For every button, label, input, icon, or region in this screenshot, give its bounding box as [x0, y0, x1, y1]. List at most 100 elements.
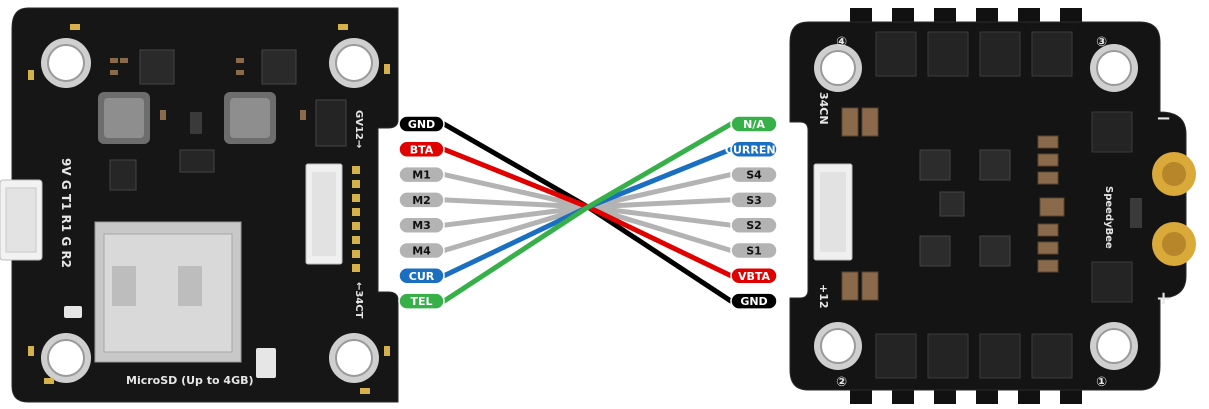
- right-pin-label: GND: [740, 295, 767, 308]
- fc-microsd-slot: [94, 221, 242, 363]
- esc-pcb-outline: [789, 21, 1187, 391]
- esc-mosfets: [875, 31, 1133, 379]
- right-pin-label: S3: [746, 194, 762, 207]
- esc-sensor: [1130, 198, 1142, 228]
- fc-chip: [315, 99, 347, 147]
- left-pin-label: M3: [412, 219, 431, 232]
- flight-controller-board: 9V G T1 R1 G R2 MicroSD (Up to 4GB): [0, 7, 399, 403]
- esc-motor-number: ②: [836, 375, 847, 390]
- fc-chip: [139, 49, 175, 85]
- left-pin-label: M2: [412, 194, 431, 207]
- right-pin-pill: [730, 165, 778, 184]
- right-pin-label: VBTA: [738, 270, 771, 283]
- right-pin-pill: [730, 191, 778, 209]
- left-pin-pill: [398, 115, 445, 133]
- right-pin-label: S2: [746, 219, 762, 232]
- left-pin-label: M1: [412, 169, 431, 182]
- esc-mount-hole-bl: [814, 322, 862, 370]
- esc-driver-chips: [919, 149, 1011, 267]
- wire-harness: [441, 121, 734, 304]
- esc-mount-hole-tl: [814, 44, 862, 92]
- right-pin-na: N/A: [730, 115, 778, 133]
- esc-minus-symbol: −: [1156, 108, 1171, 129]
- fc-microsd-label: MicroSD (Up to 4GB): [126, 374, 254, 387]
- right-pin-pill: [730, 267, 778, 285]
- fc-sd-icon: [256, 348, 276, 378]
- esc-fc-connector: [813, 163, 853, 261]
- fc-corner-pad: [28, 346, 34, 356]
- left-pin-tel: TEL: [398, 292, 445, 310]
- fc-inductor: [104, 98, 144, 138]
- right-pin-pill: [730, 241, 778, 260]
- fc-mount-hole-bl: [41, 333, 91, 383]
- fc-mount-hole-tr: [329, 38, 379, 88]
- fc-connector-top-label: GV12→: [353, 110, 364, 148]
- fc-corner-pad: [384, 64, 390, 74]
- fc-chip: [109, 159, 137, 191]
- right-pin-s3: S3: [730, 191, 778, 209]
- right-pin-pill: [730, 115, 778, 133]
- right-pin-label: N/A: [743, 118, 765, 131]
- fc-chip: [261, 49, 297, 85]
- esc-battery-pad-positive: [1152, 222, 1196, 266]
- left-pin-cur: CUR: [398, 267, 445, 285]
- left-pin-m3: M3: [398, 216, 445, 234]
- fc-corner-pad: [44, 378, 54, 384]
- right-pin-gnd: GND: [730, 292, 778, 310]
- fc-inductor: [230, 98, 270, 138]
- left-pin-pill: [398, 241, 445, 260]
- esc-connector-bottom-label: +12: [817, 284, 830, 309]
- left-pin-m4: M4: [398, 241, 445, 260]
- fc-pad-row-label: 9V G T1 R1 G R2: [59, 158, 73, 268]
- right-pin-s4: S4: [730, 165, 778, 184]
- right-pin-label: CURRENT: [725, 143, 784, 156]
- left-pin-pill: [398, 165, 445, 184]
- esc-battery-pad-negative: [1152, 152, 1196, 196]
- wire-tel: [441, 121, 734, 304]
- left-pin-label: M4: [412, 245, 431, 258]
- right-pin-s2: S2: [730, 216, 778, 234]
- right-pin-pill: [730, 292, 778, 310]
- left-pin-bta: BTA: [398, 140, 445, 159]
- left-pin-gnd: GND: [398, 115, 445, 133]
- esc-plus-symbol: +: [1156, 288, 1171, 309]
- left-pin-label: GND: [408, 118, 435, 131]
- esc-board: ④ ③ ② ① 34CN +12: [789, 8, 1196, 404]
- esc-motor-number: ③: [1096, 35, 1107, 50]
- esc-mount-hole-tr: [1090, 44, 1138, 92]
- left-pin-label: TEL: [410, 295, 432, 308]
- right-pin-pill: [730, 216, 778, 234]
- fc-corner-pad: [384, 346, 390, 356]
- left-pin-m1: M1: [398, 165, 445, 184]
- left-pin-pill: [398, 191, 445, 209]
- fc-chip: [179, 149, 215, 173]
- right-pin-label: S1: [746, 245, 762, 258]
- left-pin-m2: M2: [398, 191, 445, 209]
- fc-corner-pad: [70, 24, 80, 30]
- left-pin-pill: [398, 216, 445, 234]
- esc-motor-number: ④: [836, 35, 847, 50]
- fc-esc-connector: [305, 163, 343, 265]
- esc-motor-number: ①: [1096, 375, 1107, 390]
- left-pin-pill: [398, 140, 445, 159]
- fc-side-connector: [0, 179, 43, 261]
- right-pin-label: S4: [746, 169, 762, 182]
- fc-button: [64, 306, 82, 318]
- fc-corner-pad: [360, 388, 370, 394]
- right-pin-pill: [730, 140, 778, 159]
- right-pin-vbta: VBTA: [730, 267, 778, 285]
- fc-corner-pad: [28, 70, 34, 80]
- left-pin-label: BTA: [410, 143, 434, 156]
- left-pin-label: CUR: [409, 270, 435, 283]
- fc-gold-pads: [352, 166, 360, 272]
- fc-mount-hole-tl: [41, 38, 91, 88]
- right-pin-current: CURRENT: [725, 140, 784, 159]
- left-pin-pill: [398, 292, 445, 310]
- esc-brand-label: SpeedyBee: [1103, 186, 1114, 249]
- esc-connector-top-label: 34CN: [817, 92, 830, 125]
- right-pin-s1: S1: [730, 241, 778, 260]
- fc-corner-pad: [338, 24, 348, 30]
